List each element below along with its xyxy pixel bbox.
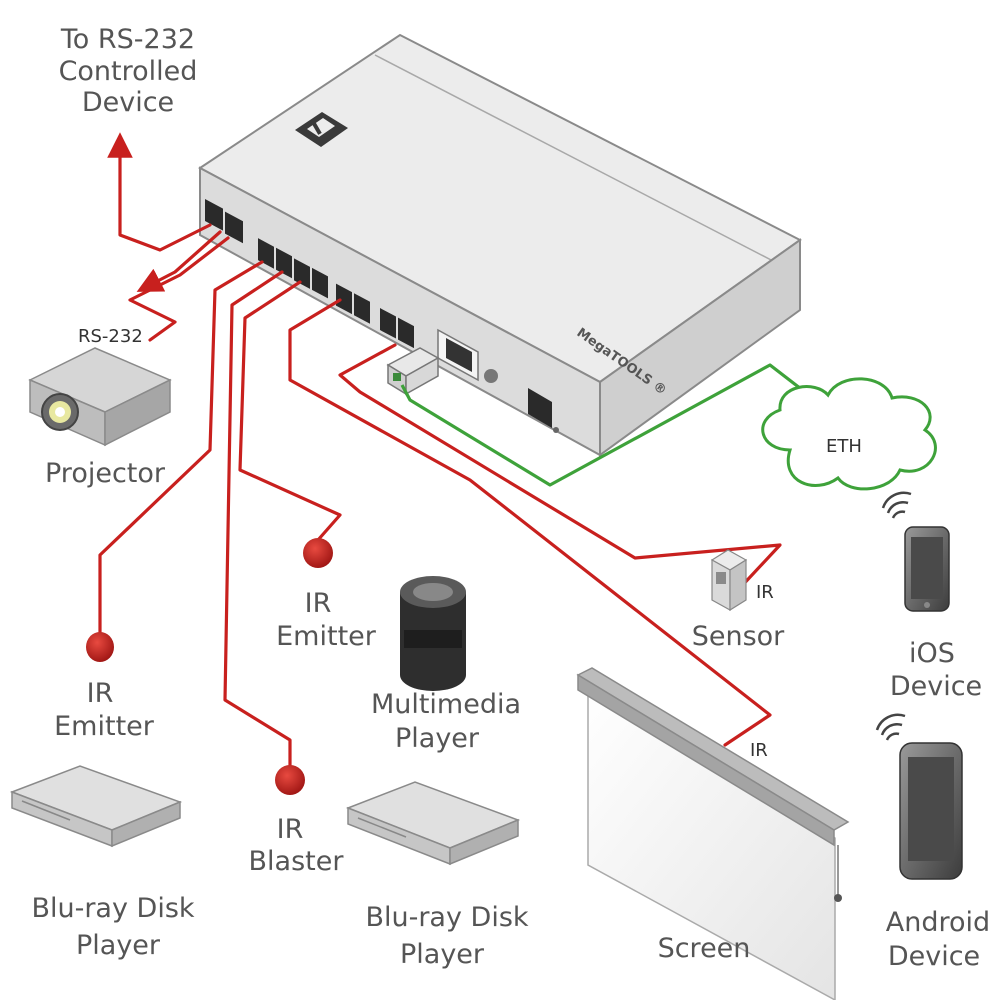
multimedia-player-label: Multimedia Player — [371, 689, 521, 754]
bluray-player-left — [9, 765, 183, 848]
cable-ir-blaster — [223, 270, 292, 772]
cable-ir-sensor — [338, 343, 782, 592]
rs232-terminal — [205, 199, 243, 244]
multimedia-player-device — [400, 576, 466, 691]
rs232-label: RS-232 — [78, 326, 143, 347]
cable-rs232-projector-2 — [128, 236, 230, 342]
sensor-label: Sensor — [692, 621, 785, 652]
device-logo-icon — [295, 112, 348, 147]
relay-terminal — [380, 308, 414, 349]
cable-rs232-projector — [136, 230, 222, 292]
svg-text:Player: Player — [76, 930, 161, 961]
lan-port — [437, 328, 479, 382]
svg-text:Player: Player — [400, 939, 485, 970]
svg-text:To RS-232: To RS-232 — [60, 24, 195, 55]
eth-label: ETH — [826, 436, 862, 457]
svg-text:Emitter: Emitter — [276, 621, 377, 652]
svg-text:iOS: iOS — [909, 638, 955, 669]
ios-device-label: iOS Device — [890, 638, 982, 702]
svg-text:Player: Player — [395, 723, 480, 754]
wifi-signal-icon — [881, 491, 912, 519]
ethernet-cloud: ETH — [761, 377, 937, 491]
projector-device — [28, 347, 172, 447]
control-device: MegaTOOLS ® — [198, 33, 802, 457]
ir-blaster-label: IR Blaster — [249, 814, 345, 877]
cable-ir-screen — [288, 298, 772, 747]
svg-text:IR: IR — [277, 814, 304, 845]
android-device-label: Android Device — [886, 907, 990, 972]
bluray-player-mid — [345, 781, 521, 866]
rs232-device-label: To RS-232 Controlled Device — [59, 24, 198, 118]
svg-text:Emitter: Emitter — [54, 711, 155, 742]
cable-ir-emitter-mid — [238, 280, 342, 542]
power-jack — [528, 388, 559, 433]
svg-text:Blaster: Blaster — [249, 846, 345, 877]
bluray-left-label: Blu-ray Disk Player — [31, 893, 194, 961]
svg-text:Blu-ray Disk: Blu-ray Disk — [365, 902, 528, 933]
svg-text:Controlled: Controlled — [59, 56, 198, 87]
ir-emitter-icon — [86, 632, 114, 662]
ir-emitter-mid-label: IR Emitter — [276, 588, 377, 652]
svg-text:Blu-ray Disk: Blu-ray Disk — [31, 893, 194, 924]
screen-ir-label: IR — [750, 740, 768, 761]
factory-reset-button — [484, 369, 498, 383]
sensor-ir-label: IR — [756, 582, 774, 603]
android-device-icon — [899, 742, 963, 880]
wifi-signal-icon — [875, 713, 906, 741]
svg-text:IR: IR — [87, 678, 114, 709]
svg-text:Device: Device — [888, 941, 980, 972]
cable-ir-emitter-left — [98, 260, 264, 642]
cable-rs232-device — [107, 132, 212, 252]
svg-text:Device: Device — [82, 87, 174, 118]
cable-ethernet — [400, 363, 806, 487]
ir-sensor-box — [386, 347, 440, 396]
gpio-terminal — [336, 283, 370, 324]
ir-emitter-left-label: IR Emitter — [54, 678, 155, 742]
ios-device-icon — [904, 526, 950, 612]
ir-emitter-icon — [275, 765, 305, 795]
ir-sensor-icon — [710, 549, 748, 612]
screen-label: Screen — [658, 933, 751, 964]
svg-text:Multimedia: Multimedia — [371, 689, 521, 720]
ir-emitter-icon — [303, 538, 333, 568]
projector-label: Projector — [45, 458, 166, 489]
svg-text:Android: Android — [886, 907, 990, 938]
bluray-mid-label: Blu-ray Disk Player — [365, 902, 528, 970]
svg-text:IR: IR — [305, 588, 332, 619]
svg-text:Device: Device — [890, 671, 982, 702]
projection-screen — [576, 667, 850, 1000]
